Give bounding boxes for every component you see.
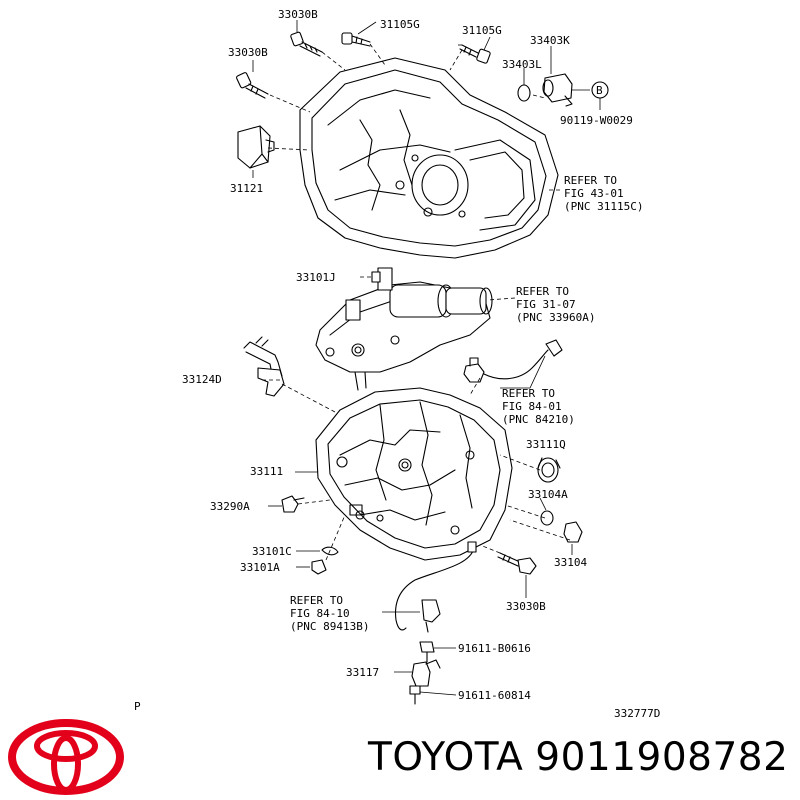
label-31105g-a: 31105G: [380, 18, 420, 31]
sensor-84210: [463, 339, 563, 383]
leader-lines: [252, 20, 601, 696]
label-33104a: 33104A: [528, 488, 568, 501]
label-91611-60814: 91611-60814: [458, 689, 531, 702]
refer-4-line-3: (PNC 89413B): [290, 620, 369, 633]
bracket-33117: [411, 659, 441, 687]
bolt-31105g-a: [341, 32, 371, 47]
label-corner-p: P: [134, 700, 141, 713]
label-ref-code: 332777D: [614, 707, 660, 720]
label-31121: 31121: [230, 182, 263, 195]
label-91611-b0616: 91611-B0616: [458, 642, 531, 655]
washer-33104a: [540, 510, 554, 526]
bolt-91611-b0616: [419, 641, 435, 663]
bolt-33290a: [281, 495, 305, 513]
refer-4-line-2: FIG 84-10: [290, 607, 350, 620]
plug-33104: [563, 521, 583, 543]
lever-33124d: [243, 336, 285, 397]
plug-33101a: [311, 559, 327, 575]
label-90119-w0029: 90119-W0029: [560, 114, 633, 127]
shift-lever-assembly: [315, 267, 493, 391]
toyota-logo-icon: [8, 719, 124, 795]
transmission-case: [315, 387, 513, 561]
label-33403l: 33403L: [502, 58, 542, 71]
bolt-33030b-top: [290, 31, 323, 57]
seal-33403l: [517, 84, 531, 102]
ring-33101c: [321, 546, 339, 556]
refer-1-line-1: REFER TO: [564, 174, 617, 187]
label-33117: 33117: [346, 666, 379, 679]
label-33124d: 33124D: [182, 373, 222, 386]
clutch-housing: [299, 57, 559, 259]
label-33101c: 33101C: [252, 545, 292, 558]
sensor-89413b: [394, 541, 477, 633]
label-33111q: 33111Q: [526, 438, 566, 451]
cap-31121: [237, 125, 275, 169]
label-33030b-top: 33030B: [278, 8, 318, 21]
label-33403k: 33403K: [530, 34, 570, 47]
refer-2-line-3: (PNC 33960A): [516, 311, 595, 324]
bolt-33030b-left: [236, 72, 269, 99]
label-33111: 33111: [250, 465, 283, 478]
sleeve-33403k: [542, 73, 573, 107]
refer-4-line-1: REFER TO: [290, 594, 343, 607]
label-33030b-left: 33030B: [228, 46, 268, 59]
oil-seal-33111q: [537, 457, 561, 483]
refer-3-line-3: (PNC 84210): [502, 413, 575, 426]
label-33101j: 33101J: [296, 271, 336, 284]
refer-2-line-2: FIG 31-07: [516, 298, 576, 311]
refer-3-line-2: FIG 84-01: [502, 400, 562, 413]
label-33290a: 33290A: [210, 500, 250, 513]
brand-name: TOYOTA: [368, 735, 524, 780]
bolt-91611-60814: [409, 685, 421, 705]
label-33104: 33104: [554, 556, 587, 569]
callout-labels: 33030B 31105G 31105G 33403K 33030B 33403…: [134, 8, 660, 720]
label-33101a: 33101A: [240, 561, 280, 574]
label-33030b-bottom: 33030B: [506, 600, 546, 613]
refer-1-line-3: (PNC 31115C): [564, 200, 643, 213]
label-b-circle: B: [596, 84, 603, 97]
part-number: 9011908782: [535, 735, 789, 780]
refer-1-line-2: FIG 43-01: [564, 187, 624, 200]
bolt-31105g-b: [459, 44, 491, 64]
bolt-33030b-bottom: [497, 552, 537, 575]
label-31105g-b: 31105G: [462, 24, 502, 37]
refer-2-line-1: REFER TO: [516, 285, 569, 298]
refer-3-line-1: REFER TO: [502, 387, 555, 400]
